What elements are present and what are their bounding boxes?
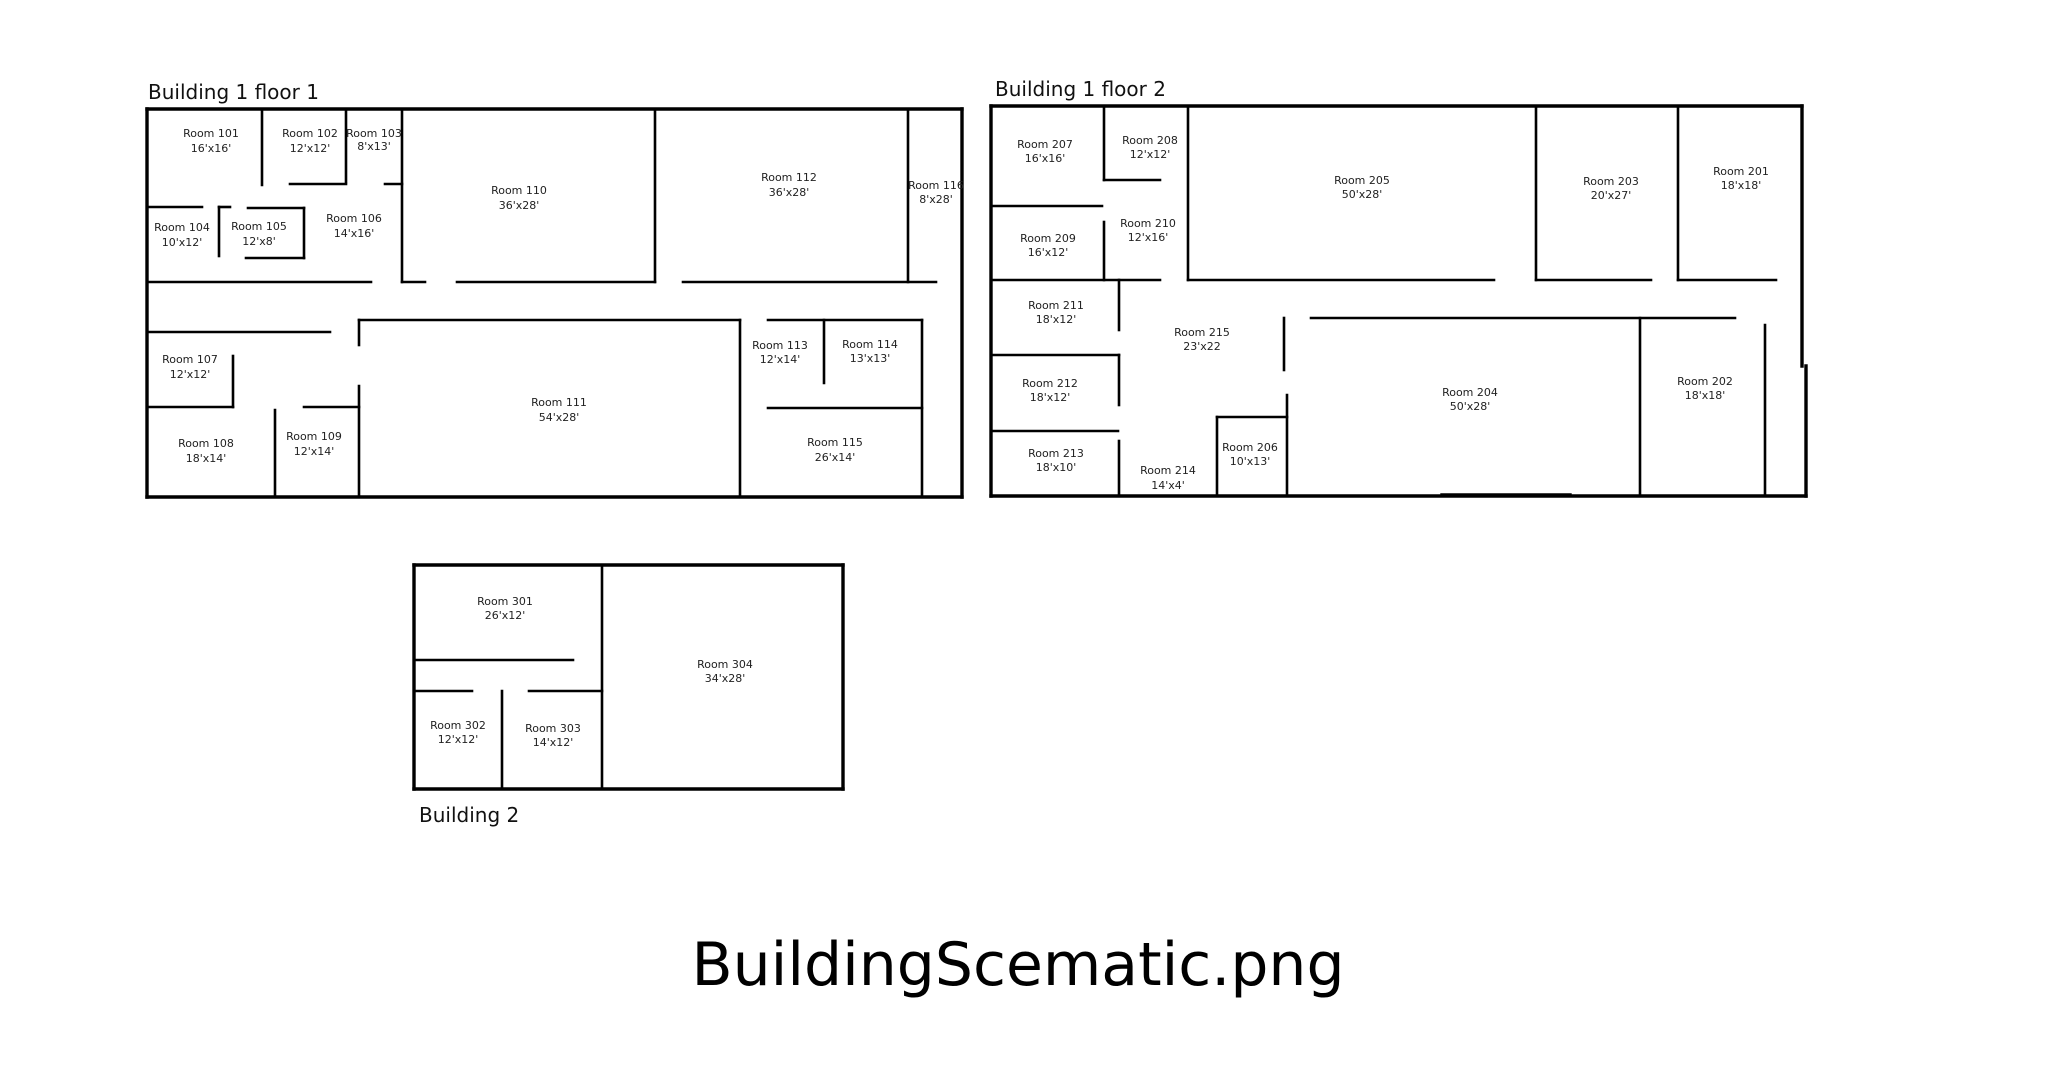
room-label: Room 209 — [1020, 232, 1076, 245]
room-label: Room 114 — [842, 338, 898, 351]
room-label: Room 107 — [162, 353, 218, 366]
room-dimensions: 13'x13' — [850, 352, 891, 365]
room-label: Room 102 — [282, 127, 338, 140]
building1-floor2-plan: Building 1 floor 2 — [989, 77, 1808, 498]
room-dimensions: 12'x16' — [1128, 231, 1169, 244]
room-dimensions: 18'x12' — [1030, 391, 1071, 404]
room-dimensions: 14'x16' — [334, 227, 375, 240]
room-label: Room 105 — [231, 220, 287, 233]
room-dimensions: 26'x12' — [485, 609, 526, 622]
building1-floor1-room-labels: Room 101 16'x16' Room 102 12'x12' Room 1… — [154, 127, 964, 465]
room-label: Room 304 — [697, 658, 753, 671]
room-label: Room 203 — [1583, 175, 1639, 188]
room-label: Room 202 — [1677, 375, 1733, 388]
building1-floor1-walls — [145, 107, 964, 499]
room-label: Room 208 — [1122, 134, 1178, 147]
room-label: Room 108 — [178, 437, 234, 450]
room-dimensions: 12'x14' — [294, 445, 335, 458]
room-label: Room 211 — [1028, 299, 1084, 312]
room-label: Room 206 — [1222, 441, 1278, 454]
room-label: Room 210 — [1120, 217, 1176, 230]
room-dimensions: 12'x12' — [438, 733, 479, 746]
room-label: Room 207 — [1017, 138, 1073, 151]
room-dimensions: 12'x12' — [1130, 148, 1171, 161]
image-caption: BuildingScematic.png — [691, 930, 1344, 1000]
room-label: Room 104 — [154, 221, 210, 234]
room-dimensions: 10'x12' — [162, 236, 203, 249]
room-dimensions: 18'x18' — [1721, 179, 1762, 192]
room-label: Room 113 — [752, 339, 808, 352]
room-dimensions: 12'x8' — [242, 235, 276, 248]
room-label: Room 106 — [326, 212, 382, 225]
room-label: Room 115 — [807, 436, 863, 449]
room-dimensions: 12'x12' — [170, 368, 211, 381]
room-label: Room 205 — [1334, 174, 1390, 187]
room-label: Room 213 — [1028, 447, 1084, 460]
room-label: Room 212 — [1022, 377, 1078, 390]
building1-floor2-walls — [989, 104, 1808, 498]
room-dimensions: 16'x16' — [1025, 152, 1066, 165]
room-dimensions: 26'x14' — [815, 451, 856, 464]
building1-floor1-title: Building 1 floor 1 — [148, 80, 319, 104]
room-dimensions: 16'x16' — [191, 142, 232, 155]
room-dimensions: 12'x14' — [760, 353, 801, 366]
building1-floor1-plan: Building 1 floor 1 — [145, 80, 964, 499]
room-dimensions: 18'x14' — [186, 452, 227, 465]
room-label: Room 101 — [183, 127, 239, 140]
room-dimensions: 50'x28' — [1342, 188, 1383, 201]
building2-room-labels: Room 301 26'x12' Room 302 12'x12' Room 3… — [430, 595, 753, 749]
building1-floor2-room-labels: Room 207 16'x16' Room 208 12'x12' Room 2… — [1017, 134, 1769, 492]
room-label: Room 303 — [525, 722, 581, 735]
room-dimensions: 16'x12' — [1028, 246, 1069, 259]
room-dimensions: 18'x18' — [1685, 389, 1726, 402]
room-dimensions: 54'x28' — [539, 411, 580, 424]
room-label: Room 109 — [286, 430, 342, 443]
room-dimensions: 14'x12' — [533, 736, 574, 749]
building2-walls — [412, 563, 845, 791]
room-dimensions: 36'x28' — [769, 186, 810, 199]
room-dimensions: 10'x13' — [1230, 455, 1271, 468]
room-label: Room 302 — [430, 719, 486, 732]
room-dimensions: 20'x27' — [1591, 189, 1632, 202]
room-dimensions: 18'x10' — [1036, 461, 1077, 474]
room-label: Room 204 — [1442, 386, 1498, 399]
room-dimensions: 18'x12' — [1036, 313, 1077, 326]
room-label: Room 116 — [908, 179, 964, 192]
building2-plan: Building 2 Room 301 26'x12' Room 302 12'… — [412, 563, 845, 827]
room-dimensions: 14'x4' — [1151, 479, 1185, 492]
room-dimensions: 36'x28' — [499, 199, 540, 212]
room-label: Room 215 — [1174, 326, 1230, 339]
room-dimensions: 50'x28' — [1450, 400, 1491, 413]
room-label: Room 214 — [1140, 464, 1196, 477]
room-dimensions: 34'x28' — [705, 672, 746, 685]
room-label: Room 111 — [531, 396, 587, 409]
room-label: Room 103 — [346, 127, 402, 140]
room-dimensions: 8'x28' — [919, 193, 953, 206]
room-label: Room 301 — [477, 595, 533, 608]
building2-title: Building 2 — [419, 803, 519, 827]
room-label: Room 110 — [491, 184, 547, 197]
room-label: Room 112 — [761, 171, 817, 184]
room-dimensions: 8'x13' — [357, 140, 391, 153]
room-label: Room 201 — [1713, 165, 1769, 178]
building1-floor2-title: Building 1 floor 2 — [995, 77, 1166, 101]
room-dimensions: 12'x12' — [290, 142, 331, 155]
room-dimensions: 23'x22 — [1183, 340, 1221, 353]
